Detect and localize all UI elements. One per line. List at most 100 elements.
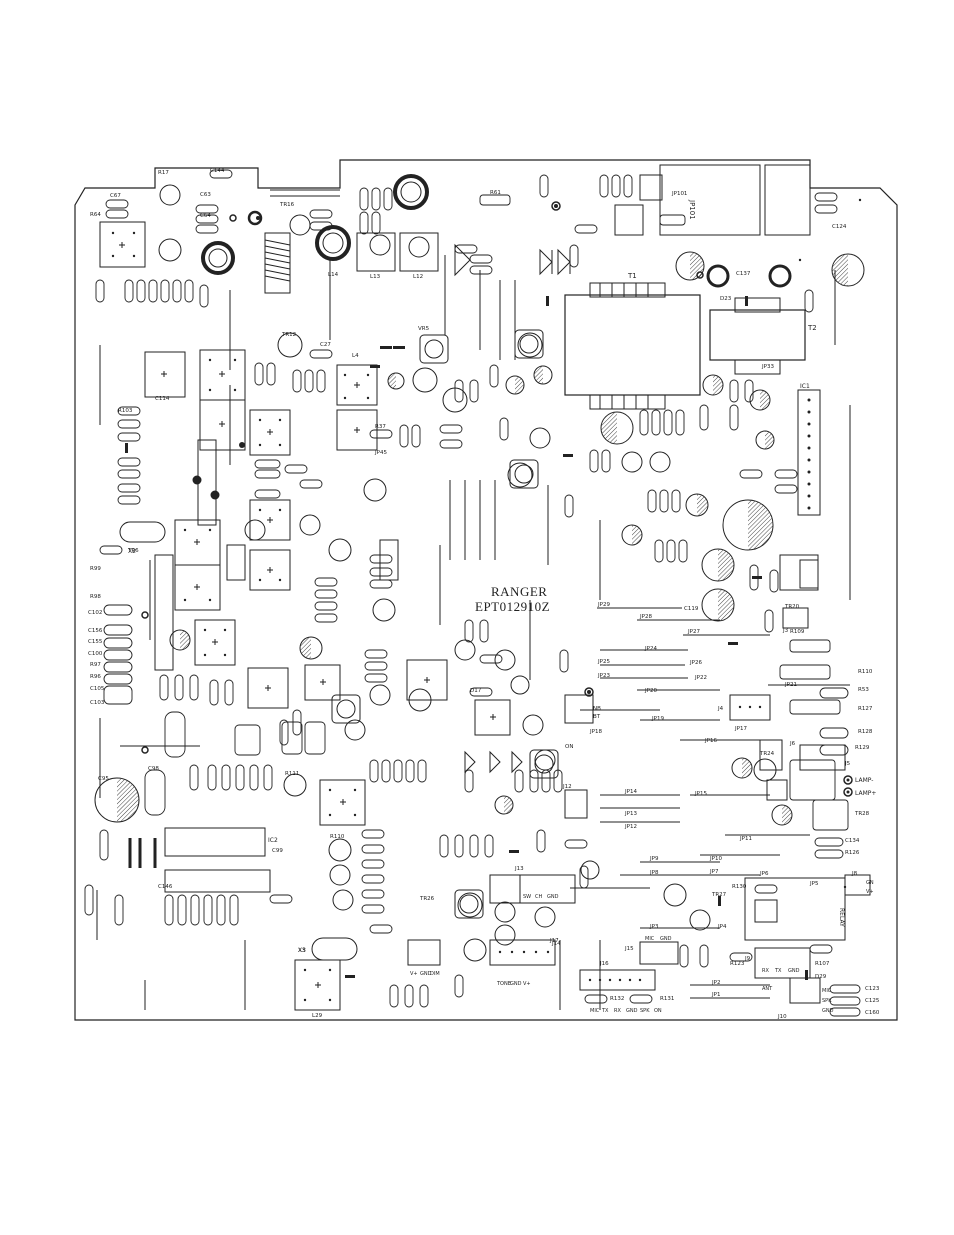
- label-r132: R132: [610, 996, 624, 1002]
- label-vr9: ON: [565, 744, 573, 750]
- label-jp18: JP18: [589, 729, 602, 735]
- x3-label: X3: [298, 947, 306, 954]
- label-jp9: JP9: [649, 856, 659, 862]
- diode-triangles: [454, 243, 571, 774]
- jumper-lines: [96, 255, 851, 1010]
- label-jp26: JP26: [689, 660, 702, 666]
- label-vr5: VR5: [418, 326, 430, 332]
- diode-bars: [125, 296, 808, 980]
- transformer-t2: T2: [709, 297, 817, 375]
- label-c119: C119: [684, 606, 699, 612]
- label-d17: TR26: [419, 896, 435, 902]
- label-x3: X3: [298, 948, 306, 954]
- label-c98: C98: [148, 766, 159, 772]
- label-r101: R99: [90, 566, 101, 572]
- label-d24: TR27: [711, 892, 727, 898]
- label-l29: L29: [312, 1013, 323, 1019]
- label-r129: R129: [855, 745, 870, 751]
- label-l14: L14: [328, 272, 339, 278]
- label-r109: R109: [790, 629, 805, 635]
- j17-pin-gnd: GND: [420, 971, 432, 977]
- pin-dots: [111, 198, 862, 1002]
- label-tr20: TR20: [784, 604, 800, 610]
- electrolytic-cap-c124: [831, 253, 865, 287]
- ic2-label: IC2: [268, 837, 278, 844]
- label-c95: C95: [98, 776, 109, 782]
- label-c137: C137: [736, 271, 751, 277]
- label-jp24: JP24: [644, 646, 657, 652]
- label-r64: R64: [90, 212, 101, 218]
- label-j17: J17: [549, 938, 559, 944]
- electrolytic-cap-c65: [494, 795, 514, 815]
- electrolytic-cap-c72: [621, 524, 643, 546]
- label-jp1: JP1: [711, 992, 720, 998]
- label-tr23: R111: [285, 771, 299, 777]
- label-r61: R61: [490, 190, 501, 196]
- label-c160: C160: [865, 1010, 880, 1016]
- label-jp17: JP17: [734, 726, 747, 732]
- label-jp10: JP10: [709, 856, 722, 862]
- label-tr28: TR28: [854, 811, 870, 817]
- label-c27: C27: [320, 342, 331, 348]
- ic2-dip: IC2: [164, 827, 278, 893]
- j9-pin-rx: RX: [762, 968, 769, 974]
- j9-pin-gnd: GND: [788, 968, 800, 974]
- crystal-x3: X3: [298, 937, 358, 961]
- label-j3: J3: [782, 628, 789, 634]
- label-c123: C123: [865, 986, 880, 992]
- label-jp4: JP4: [717, 924, 727, 930]
- label-j4: J4: [717, 706, 724, 712]
- board-title: RANGER: [491, 584, 547, 599]
- label-r96: C105: [90, 686, 105, 692]
- label-c156: C155: [88, 639, 103, 645]
- crystal-x2: X2: [119, 521, 166, 555]
- toroid-l17: [201, 241, 235, 275]
- j13-pin-tone: TONE: [496, 981, 511, 987]
- electrolytic-cap-c115: [731, 757, 753, 779]
- j11-pin-spk: SPK: [822, 998, 832, 1004]
- label-c105: C103: [90, 700, 105, 706]
- label-x2: TR6: [127, 548, 139, 554]
- ext-sp-label: JP101: [688, 199, 696, 220]
- label-ext-sp: JP101: [671, 191, 687, 197]
- label-r127: R127: [858, 706, 873, 712]
- filled-vias: [192, 204, 850, 794]
- label-l12: L12: [413, 274, 423, 280]
- label-r103: R103: [118, 408, 133, 414]
- ring-d23-left: [706, 264, 730, 288]
- label-r128: R128: [858, 729, 873, 735]
- label-jp16: JP16: [704, 738, 717, 744]
- label-r131: R131: [660, 996, 674, 1002]
- j11-pin-gnd: GND: [822, 1008, 834, 1014]
- label-c99: C99: [272, 848, 283, 854]
- label-jp7: JP7: [709, 869, 719, 875]
- j9-pin-ant: ANT: [762, 986, 773, 992]
- label-c103: C102: [88, 610, 102, 616]
- label-c102: C156: [88, 628, 103, 634]
- variable-resistors: [331, 329, 559, 919]
- label-jp19: JP19: [651, 716, 664, 722]
- label-r53: R53: [858, 687, 869, 693]
- ic1-label: IC1: [800, 383, 810, 390]
- label-r37: R37: [375, 424, 386, 430]
- electrolytic-cap-c33: [755, 430, 775, 450]
- label-j10: J10: [777, 1014, 787, 1020]
- label-c67: C67: [110, 193, 121, 199]
- label-jp101: C124: [832, 224, 847, 230]
- label-tr16: TR16: [279, 202, 295, 208]
- label-jp23: JP23: [597, 673, 610, 679]
- label-r97: R96: [90, 674, 101, 680]
- label-r110: R110: [858, 669, 873, 675]
- label-jp22: JP22: [694, 675, 707, 681]
- label-jp11: JP11: [739, 836, 752, 842]
- label-j5: J5: [844, 761, 851, 767]
- label-c134: C134: [845, 838, 860, 844]
- electrolytic-cap-c71: [722, 499, 774, 551]
- electrolytic-cap-c116: [771, 804, 793, 826]
- header-columns: [154, 439, 399, 671]
- label-jp20: JP20: [644, 688, 657, 694]
- electrolytic-cap-c97: [533, 365, 553, 385]
- label-jp21: JP21: [784, 682, 797, 688]
- shielded-coils: [99, 221, 511, 1011]
- electrolytic-cap-c77: [600, 411, 634, 445]
